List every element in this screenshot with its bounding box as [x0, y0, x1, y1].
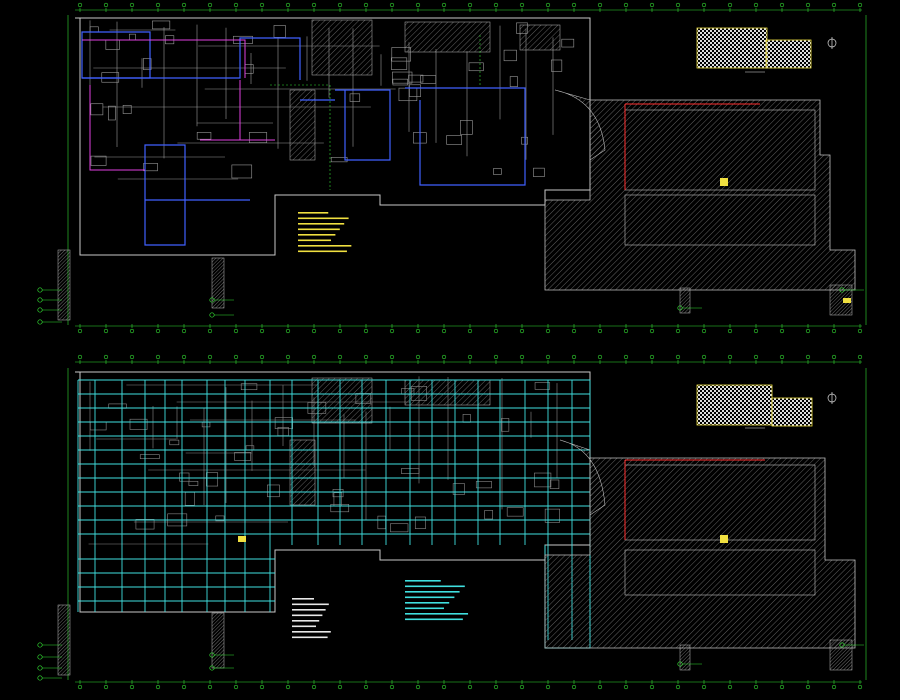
magenta-partition-lines — [82, 39, 275, 171]
north-arrow-icon — [827, 37, 837, 49]
north-arrow-icon — [827, 392, 837, 404]
hatched-core-2 — [404, 21, 491, 53]
dimension-ticks-bottom — [77, 324, 863, 334]
hatched-core-lower-2 — [404, 379, 491, 406]
parking-hatched-area-lower — [544, 439, 856, 649]
key-plan-thumbnail-upper — [696, 27, 812, 73]
parking-hatched-area-upper — [544, 89, 856, 291]
hatched-core-lower-1 — [311, 377, 373, 424]
hatched-core-4 — [289, 89, 316, 161]
yellow-note-block — [298, 212, 352, 253]
hatched-core-lower-3 — [289, 439, 316, 506]
white-note-block — [292, 598, 331, 639]
upper-floor-plan[interactable] — [57, 2, 867, 334]
hatched-core-1 — [311, 19, 373, 76]
dimension-ticks-top-lower — [77, 354, 863, 364]
stair-core-right — [679, 287, 691, 314]
stair-core-mid — [211, 257, 225, 309]
stair-core-right-lower — [679, 644, 691, 671]
stair-core-far-right — [829, 284, 853, 316]
dimension-ticks-top — [77, 2, 863, 12]
hatched-core-3 — [519, 24, 561, 51]
yellow-marker-upper-2 — [843, 298, 851, 303]
stair-core-left-lower — [57, 604, 71, 676]
dimension-ticks-bottom-lower — [77, 680, 863, 690]
green-routing-lines — [270, 35, 481, 190]
axis-bubble-icon-set — [37, 287, 864, 681]
stair-core-left — [57, 249, 71, 321]
yellow-marker-upper — [720, 178, 728, 186]
blue-partition-lines — [81, 31, 526, 246]
stair-core-mid-lower — [211, 612, 225, 669]
yellow-marker-lower — [720, 535, 728, 543]
key-plan-thumbnail-lower — [696, 384, 813, 429]
cyan-note-block — [405, 580, 469, 621]
yellow-marker-lower-2 — [238, 536, 246, 542]
stair-core-far-right-lower — [829, 639, 853, 671]
lower-floor-plan[interactable] — [57, 354, 867, 690]
